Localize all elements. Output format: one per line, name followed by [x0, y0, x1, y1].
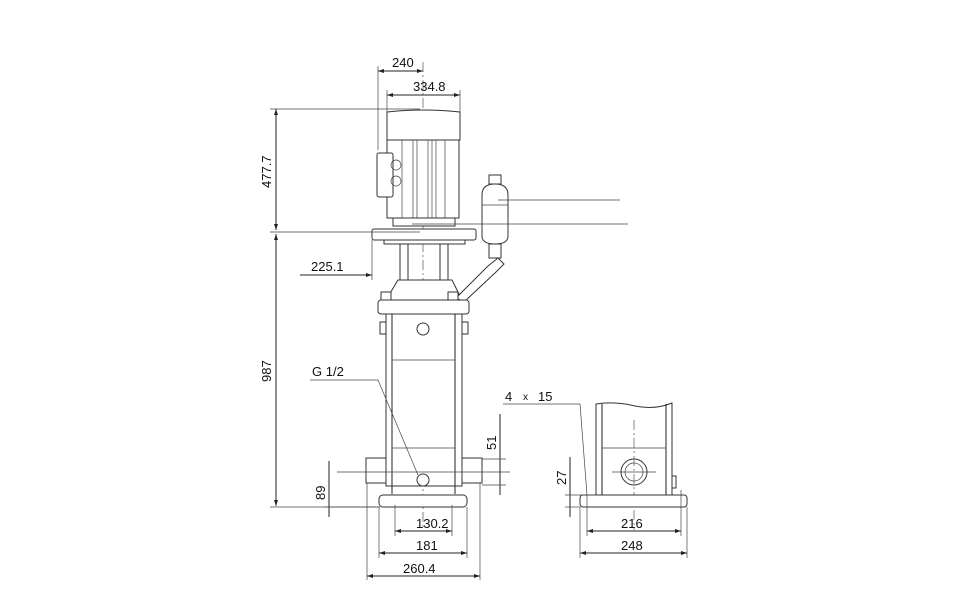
- dim-130-2: 130.2: [416, 516, 449, 531]
- drain-plug: [416, 473, 430, 487]
- dim-181: 181: [416, 538, 438, 553]
- dim-248: 248: [621, 538, 643, 553]
- label-hole-count: 4: [505, 389, 512, 404]
- dim-334-8: 334.8: [413, 79, 446, 94]
- dim-240: 240: [392, 55, 414, 70]
- motor: [376, 109, 461, 227]
- base-plate: [378, 494, 468, 508]
- label-hole-diameter: 15: [538, 389, 552, 404]
- side-view: [579, 402, 688, 530]
- dim-987: 987: [259, 360, 274, 382]
- label-times: x: [523, 392, 528, 403]
- pump-head: [371, 228, 505, 315]
- dim-260-4: 260.4: [403, 561, 436, 576]
- bolt: [447, 291, 459, 301]
- bypass-pipe: [455, 257, 505, 303]
- motor-flange: [392, 217, 456, 227]
- pump-sleeve: [337, 313, 510, 508]
- fan-cover: [386, 109, 461, 141]
- dim-51: 51: [484, 436, 499, 450]
- bolt: [380, 291, 392, 301]
- dim-225-1: 225.1: [311, 259, 344, 274]
- inlet-port: [365, 457, 387, 484]
- label-g-1-2: G 1/2: [312, 364, 344, 379]
- dim-27: 27: [554, 471, 569, 485]
- terminal-box: [376, 152, 394, 198]
- accumulator: [412, 174, 628, 259]
- dim-477-7: 477.7: [259, 155, 274, 188]
- motor-body: [386, 139, 460, 219]
- dimension-lines: [270, 66, 688, 580]
- outlet-port: [461, 457, 483, 484]
- dim-216: 216: [621, 516, 643, 531]
- dim-89: 89: [313, 486, 328, 500]
